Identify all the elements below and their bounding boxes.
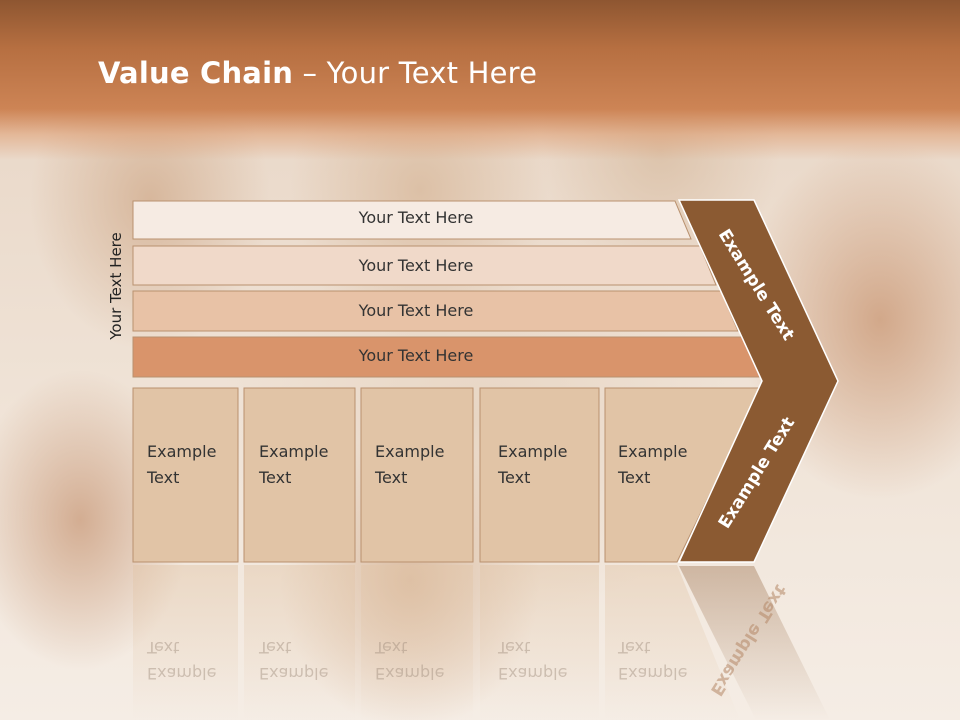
row-label-4: Your Text Here: [358, 346, 474, 365]
slide-title: Value Chain – Your Text Here: [98, 56, 538, 90]
box-2[interactable]: [243, 387, 356, 563]
box-reflection-3: [361, 565, 473, 720]
row-label-1: Your Text Here: [358, 208, 474, 227]
chevron-arrow[interactable]: [677, 199, 839, 563]
header-bar: [0, 0, 960, 160]
chevron-reflection: [679, 566, 830, 720]
box-1[interactable]: [132, 387, 239, 563]
box-3[interactable]: [360, 387, 474, 563]
row-band-3[interactable]: [132, 290, 739, 332]
box-reflection-1: [133, 565, 238, 720]
row-band-2[interactable]: [132, 245, 717, 286]
row-label-2: Your Text Here: [358, 256, 474, 275]
box-5[interactable]: [604, 387, 762, 563]
row-band-1[interactable]: [132, 200, 692, 240]
row-label-3: Your Text Here: [358, 301, 474, 320]
box-4[interactable]: [479, 387, 600, 563]
box-reflection-5: [605, 565, 740, 720]
box-reflection-4: [480, 565, 599, 720]
box-reflection-2: [244, 565, 355, 720]
